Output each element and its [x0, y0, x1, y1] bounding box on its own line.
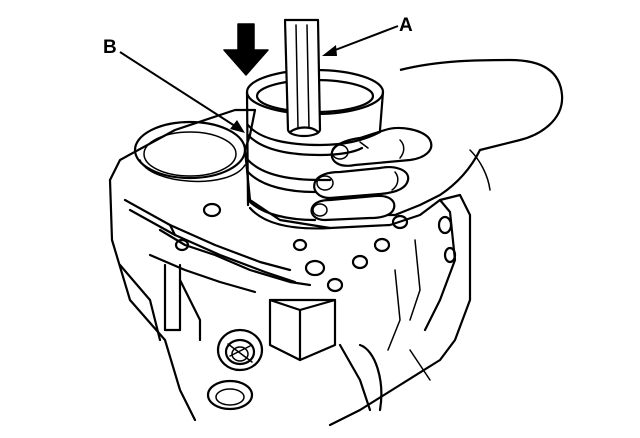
- leader-line-b: [119, 51, 245, 133]
- callout-label-b: B: [103, 37, 117, 58]
- engine-block: [108, 108, 472, 427]
- down-arrow-icon: [223, 23, 269, 76]
- leader-line-a: [322, 25, 399, 56]
- callout-label-a: A: [399, 15, 413, 36]
- hammer-handle: [283, 18, 322, 138]
- hand: [310, 58, 564, 222]
